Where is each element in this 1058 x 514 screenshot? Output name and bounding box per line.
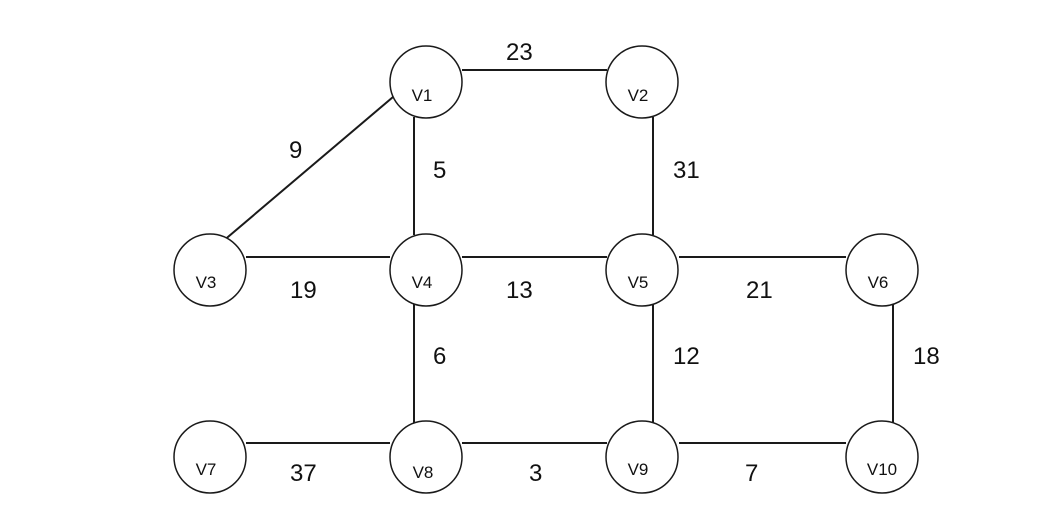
node-circle xyxy=(845,233,919,307)
node-v1: V1 xyxy=(389,45,463,119)
node-label: V3 xyxy=(196,273,217,292)
node-v2: V2 xyxy=(605,45,679,119)
node-circle xyxy=(173,420,247,494)
node-circle xyxy=(389,233,463,307)
node-v6: V6 xyxy=(845,233,919,307)
edges-layer xyxy=(221,69,894,444)
node-label: V10 xyxy=(867,460,897,479)
edge-weight-v5-v6: 21 xyxy=(746,277,773,304)
node-circle xyxy=(605,45,679,119)
node-v7: V7 xyxy=(173,420,247,494)
edge-weight-v1-v2: 23 xyxy=(506,39,533,66)
node-v10: V10 xyxy=(845,420,919,494)
nodes-layer: V1 V2 V3 V4 V5 V6 V7 V8 xyxy=(173,45,919,494)
edge-weight-v1-v4: 5 xyxy=(433,157,446,184)
node-circle xyxy=(845,420,919,494)
node-label: V8 xyxy=(413,463,434,482)
node-label: V7 xyxy=(196,460,217,479)
node-label: V9 xyxy=(628,460,649,479)
node-v8: V8 xyxy=(389,420,463,494)
edge-weight-v9-v10: 7 xyxy=(745,460,758,487)
node-circle xyxy=(605,233,679,307)
edge-weight-v4-v8: 6 xyxy=(433,343,446,370)
edge-weight-v8-v9: 3 xyxy=(529,460,542,487)
node-label: V4 xyxy=(412,273,433,292)
edge-v1-v3 xyxy=(221,96,394,243)
weights-layer: 23 9 5 31 19 13 21 6 12 18 37 3 7 xyxy=(289,39,940,487)
edge-weight-v2-v5: 31 xyxy=(673,157,700,184)
edge-weight-v3-v4: 19 xyxy=(290,277,317,304)
edge-weight-v1-v3: 9 xyxy=(289,137,302,164)
node-v9: V9 xyxy=(605,420,679,494)
edge-weight-v6-v10: 18 xyxy=(913,343,940,370)
node-label: V6 xyxy=(868,273,889,292)
edge-weight-v7-v8: 37 xyxy=(290,460,317,487)
edge-weight-v4-v5: 13 xyxy=(506,277,533,304)
node-label: V2 xyxy=(628,86,649,105)
node-circle xyxy=(389,420,463,494)
node-v4: V4 xyxy=(389,233,463,307)
edge-weight-v5-v9: 12 xyxy=(673,343,700,370)
node-circle xyxy=(173,233,247,307)
node-circle xyxy=(605,420,679,494)
node-v5: V5 xyxy=(605,233,679,307)
node-label: V1 xyxy=(412,86,433,105)
node-label: V5 xyxy=(628,273,649,292)
node-circle xyxy=(389,45,463,119)
node-v3: V3 xyxy=(173,233,247,307)
